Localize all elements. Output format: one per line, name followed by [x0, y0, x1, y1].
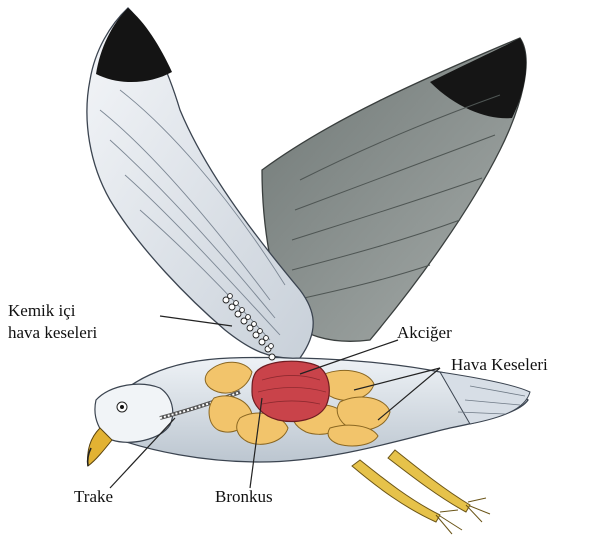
lung	[252, 361, 329, 421]
bird-head	[88, 384, 173, 466]
legs	[352, 450, 490, 534]
label-trachea: Trake	[74, 486, 113, 508]
label-lung: Akciğer	[397, 322, 452, 344]
label-bronchus: Bronkus	[215, 486, 273, 508]
label-air-sacs: Hava Keseleri	[451, 354, 548, 376]
label-bone-air-sacs-line1: Kemik içi	[8, 300, 97, 322]
label-bone-air-sacs-line2: hava keseleri	[8, 322, 97, 344]
label-bone-air-sacs: Kemik içi hava keseleri	[8, 300, 97, 344]
